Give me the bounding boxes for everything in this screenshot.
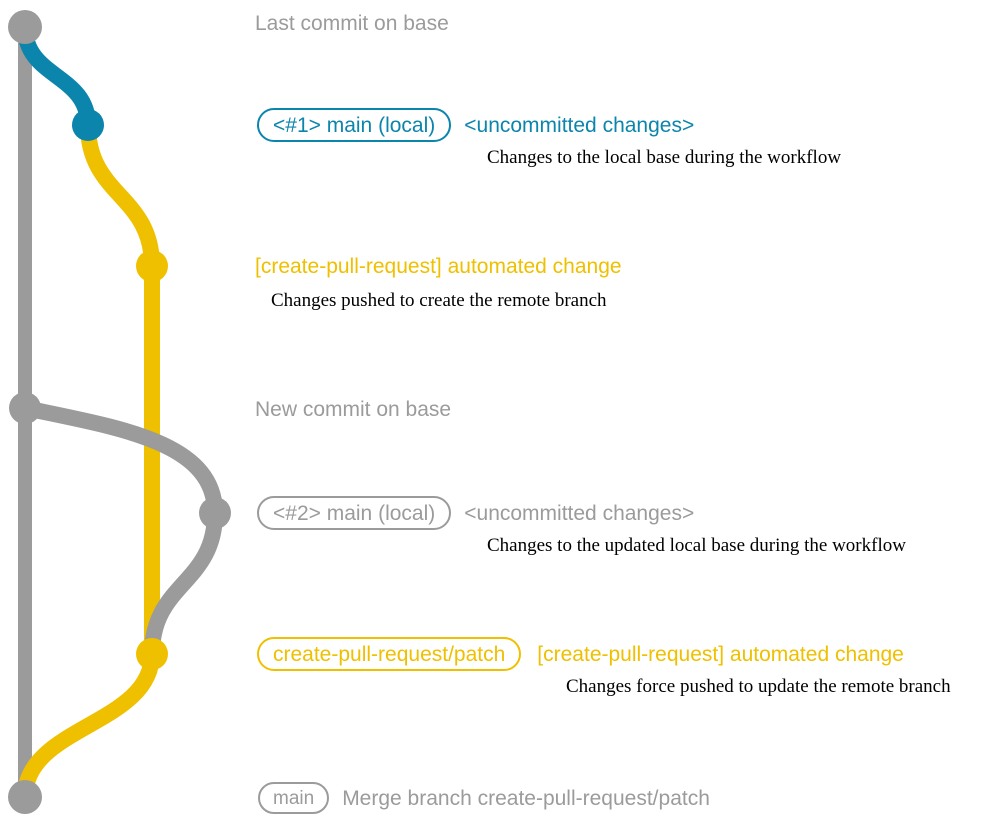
main-local-2-description: Changes to the updated local base during…: [487, 535, 906, 556]
row-main-local-2: <#2> main (local) <uncommitted changes>: [257, 496, 694, 530]
branch-pill-create-pull-request-patch[interactable]: create-pull-request/patch: [257, 637, 522, 671]
main-local-2-headline: <uncommitted changes>: [464, 501, 695, 525]
commit-dot-merge: [8, 780, 42, 814]
row-merge-commit: main Merge branch create-pull-request/pa…: [258, 782, 710, 814]
new-commit-headline: New commit on base: [255, 398, 452, 421]
commit-dot-remote-1: [136, 250, 168, 282]
branch-pill-main[interactable]: main: [258, 782, 330, 814]
commit-dot-base-new: [9, 392, 41, 424]
branch-pill-main-local-1[interactable]: <#1> main (local): [257, 108, 452, 142]
row-create-pr-1: [create-pull-request] automated change: [255, 256, 622, 277]
commit-dot-local-1: [72, 109, 104, 141]
commit-dot-remote-2: [136, 638, 168, 670]
commit-dot-base-head: [8, 10, 42, 44]
main-local-1-headline: <uncommitted changes>: [464, 113, 695, 137]
last-commit-headline: Last commit on base: [255, 12, 449, 35]
edge-local-2-to-remote-2: [144, 505, 223, 662]
create-pr-2-description: Changes force pushed to update the remot…: [566, 676, 951, 697]
edge-local-1-to-remote-1: [80, 117, 160, 274]
main-local-1-description: Changes to the local base during the wor…: [487, 147, 842, 168]
edge-base-to-local-1: [17, 19, 96, 133]
row-last-commit: Last commit on base: [255, 13, 449, 34]
branch-pill-main-local-2[interactable]: <#2> main (local): [257, 496, 452, 530]
row-create-pr-2: create-pull-request/patch [create-pull-r…: [257, 637, 904, 671]
commit-dot-local-2: [199, 497, 231, 529]
edge-remote-2-to-merge: [17, 646, 160, 805]
row-main-local-1: <#1> main (local) <uncommitted changes>: [257, 108, 694, 142]
row-new-commit: New commit on base: [255, 399, 451, 420]
create-pr-2-headline: [create-pull-request] automated change: [537, 642, 904, 666]
create-pr-1-headline: [create-pull-request] automated change: [255, 255, 622, 278]
edge-base-new-to-local-2: [17, 400, 223, 521]
merge-headline: Merge branch create-pull-request/patch: [342, 786, 710, 810]
create-pr-1-description: Changes pushed to create the remote bran…: [271, 290, 607, 311]
